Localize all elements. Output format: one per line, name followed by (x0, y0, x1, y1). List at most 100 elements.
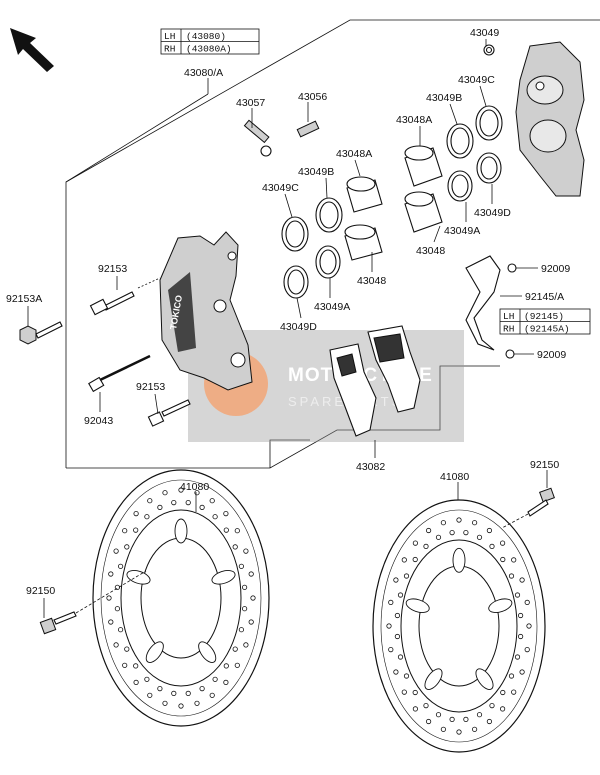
front-direction-arrow-icon (10, 28, 54, 72)
disc-hole (108, 571, 114, 577)
disc-hole (157, 685, 163, 692)
disc-hole (508, 573, 515, 579)
piston-b-left (344, 224, 383, 261)
label-bracket: 92145/A (525, 291, 564, 303)
disc-hole (124, 544, 130, 550)
disc-slot (198, 641, 217, 663)
disc-hole (248, 571, 254, 577)
disc-hole (526, 623, 532, 629)
disc-hole (223, 679, 229, 686)
disc-hole (124, 646, 130, 652)
bracket-lh-side: LH (503, 311, 514, 322)
disc-hole (242, 606, 248, 612)
disc-hole (108, 619, 114, 625)
disc-hole (209, 692, 215, 698)
disc-hole (440, 520, 446, 526)
disc-hole (517, 633, 524, 640)
disc-hole (133, 679, 139, 686)
label-screw-bottom: 92009 (537, 349, 566, 361)
disc-hole (185, 690, 191, 697)
disc-hole (171, 499, 177, 506)
label-screw-top: 92009 (541, 263, 570, 275)
disc-hole (508, 673, 515, 679)
disc-hole (476, 534, 483, 540)
disc-hole (425, 718, 432, 725)
label-seal-c-left: 43049C (262, 182, 299, 194)
disc-hole (471, 726, 478, 732)
disc-slot (475, 668, 494, 690)
seal-a-left (315, 245, 341, 279)
seal-top (483, 44, 495, 56)
bracket-lh-part: (92145) (524, 311, 564, 322)
disc-hole (243, 548, 249, 554)
disc-hole (440, 726, 446, 732)
label-bolt-lower: 92153 (136, 381, 165, 393)
disc-hole (517, 612, 524, 619)
disc-hole (238, 627, 244, 633)
disc-hole (397, 592, 404, 598)
disc-hole (456, 517, 462, 523)
disc-hole (423, 543, 429, 550)
label-disc-left: 41080 (180, 481, 209, 493)
caliper-rh-side: RH (164, 44, 175, 55)
disc-hole (386, 623, 392, 629)
label-seal-d-left: 43049D (280, 321, 317, 333)
disc-hole (122, 662, 128, 668)
disc-bolt-left (39, 570, 147, 635)
disc-hole (113, 642, 119, 648)
disc-hole (412, 706, 418, 712)
disc-hole (463, 716, 469, 723)
label-piston-b-right: 43048 (416, 245, 445, 257)
disc-hole (425, 527, 432, 534)
disc-hole (401, 557, 407, 563)
label-pads: 43082 (356, 461, 385, 473)
disc-hole (519, 577, 525, 583)
disc-hole (519, 669, 525, 675)
label-seal-a-left: 43049A (314, 301, 350, 313)
disc-hole (435, 534, 442, 540)
disc-hole (113, 548, 119, 554)
label-disc-bolt-right: 92150 (530, 459, 559, 471)
disc-hole (394, 612, 400, 619)
disc-hole (500, 689, 506, 696)
bolt-a (19, 321, 63, 345)
disc-hole (199, 504, 205, 510)
disc-hole (223, 663, 229, 669)
disc-hole (456, 729, 462, 735)
label-disc-right: 41080 (440, 471, 469, 483)
caliper-variant-table: LH (43080) RH (43080A) (160, 28, 260, 55)
caliper-rh-part: (43080A) (186, 44, 232, 55)
disc-hole (178, 703, 184, 709)
disc-hole (232, 646, 238, 652)
disc-hole (118, 627, 124, 633)
disc-hole (248, 619, 254, 625)
piston-a-right (404, 145, 443, 187)
bolt-upper (89, 277, 161, 316)
disc-hole (511, 689, 517, 695)
disc-hole (412, 540, 418, 546)
disc-bolt-right (501, 487, 555, 529)
disc-hole (133, 510, 139, 517)
disc-hole (524, 599, 530, 606)
disc-hole (412, 556, 418, 563)
label-piston-b-left: 43048 (357, 275, 386, 287)
label-piston-a-left: 43048A (336, 148, 372, 160)
disc-hole (122, 528, 128, 534)
disc-hole (212, 676, 218, 682)
seal-b-left (315, 197, 343, 233)
disc-hole (463, 529, 469, 536)
disc-hole (423, 702, 429, 709)
disc-slot (452, 547, 466, 573)
disc-hole (471, 520, 478, 526)
disc-hole (250, 595, 256, 601)
disc-slot (126, 570, 151, 585)
disc-hole (223, 510, 229, 517)
disc-hole (449, 716, 455, 723)
caliper-right-half (515, 41, 585, 197)
disc-hole (486, 718, 492, 725)
disc-hole (524, 646, 530, 653)
disc-hole (242, 584, 248, 590)
disc-hole (185, 499, 191, 506)
disc-hole (435, 712, 442, 718)
